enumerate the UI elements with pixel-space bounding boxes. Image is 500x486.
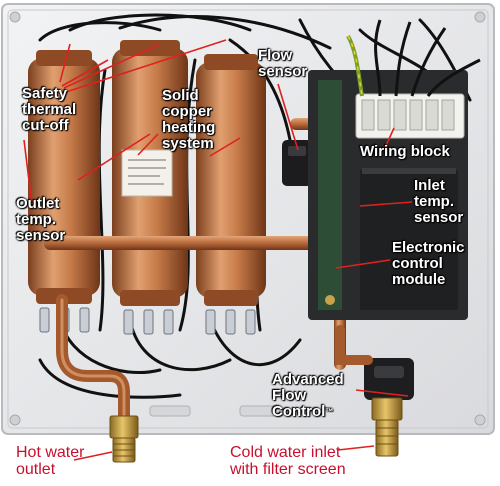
- mounting-hole: [9, 414, 21, 426]
- flow-sensor-device: [282, 140, 312, 186]
- trademark-symbol: ™: [325, 407, 334, 416]
- label-solid-copper-heating-system: Solid copper heating system: [162, 87, 216, 152]
- housing-slot: [239, 405, 281, 417]
- label-flow-sensor: Flow sensor: [258, 47, 308, 80]
- label-advanced-flow-control-text: Advanced Flow Control: [272, 371, 344, 420]
- mounting-hole: [9, 11, 21, 23]
- mounting-hole: [474, 414, 486, 426]
- label-electronic-control-module: Electronic control module: [392, 239, 465, 288]
- manifold-pipe: [44, 236, 334, 250]
- cold-water-inlet-pipe: [335, 325, 373, 365]
- label-wiring-block: Wiring block: [360, 143, 450, 160]
- electronic-control-module: [308, 70, 468, 320]
- wiring-block-terminals: [355, 93, 465, 139]
- label-advanced-flow-control: Advanced Flow Control™: [272, 372, 344, 420]
- heating-chamber-2: [112, 40, 188, 306]
- chamber-label-sticker: [121, 149, 173, 197]
- advanced-flow-control-valve: [364, 358, 414, 400]
- label-inlet-temp-sensor: Inlet temp. sensor: [414, 177, 464, 226]
- housing-inner-border: [7, 9, 489, 429]
- cold-water-inlet-fitting: [371, 397, 403, 457]
- housing-slot: [149, 405, 191, 417]
- label-cold-water-inlet: Cold water inlet with filter screen: [230, 444, 346, 478]
- label-outlet-temp-sensor: Outlet temp. sensor: [16, 195, 66, 244]
- callout-pointers: [23, 39, 413, 461]
- hot-water-outlet-fitting: [109, 415, 139, 463]
- mounting-hole: [474, 11, 486, 23]
- label-safety-thermal-cutoff: Safety thermal cut-off: [22, 85, 77, 134]
- label-hot-water-outlet: Hot water outlet: [16, 444, 85, 478]
